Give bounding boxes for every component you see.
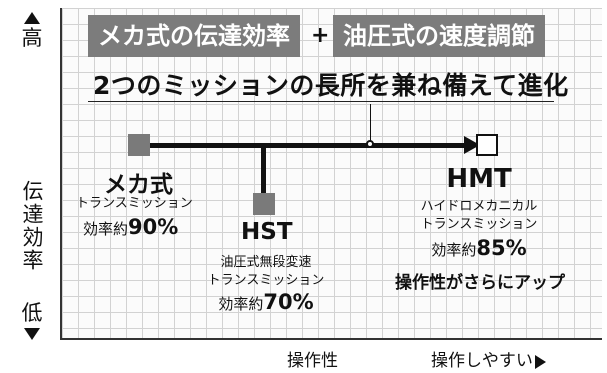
mech-title: メカ式 xyxy=(104,172,173,198)
connector-hst-vertical xyxy=(261,145,266,193)
y-axis-low-label: 低 xyxy=(21,301,43,325)
hst-desc-2: トランスミッション xyxy=(207,273,325,288)
x-axis-end: 操作しやすい xyxy=(431,346,546,371)
hst-eff-label: 効率約 xyxy=(218,295,264,313)
hmt-note: 操作性がさらにアップ xyxy=(395,273,565,293)
mech-desc: トランスミッション xyxy=(76,196,193,211)
hmt-efficiency: 効率約85% xyxy=(404,236,554,260)
x-axis-end-label: 操作しやすい xyxy=(431,351,533,371)
hst-efficiency: 効率約70% xyxy=(196,290,336,314)
subtitle-underline xyxy=(88,101,554,102)
hmt-desc-1: ハイドロメカニカル xyxy=(420,199,538,214)
banner-hydraulic-speed: 油圧式の速度調節 xyxy=(333,15,545,57)
hmt-title: HMT xyxy=(446,164,512,194)
hst-node-square xyxy=(253,193,275,215)
mech-efficiency: 効率約90% xyxy=(83,215,178,239)
hmt-desc-2: トランスミッション xyxy=(420,217,538,232)
y-axis-down-arrow-icon xyxy=(24,328,40,340)
y-axis-label: 伝達効率 xyxy=(20,180,44,272)
hmt-eff-value: 85% xyxy=(476,236,527,260)
subtitle: 2つのミッションの長所を兼ね備えて進化 xyxy=(93,71,569,100)
banner-mech-efficiency: メカ式の伝達効率 xyxy=(88,15,300,57)
hst-eff-value: 70% xyxy=(263,290,314,314)
grid-panel xyxy=(60,8,602,340)
hst-title: HST xyxy=(241,219,293,245)
y-axis-up-arrow-icon xyxy=(24,12,40,24)
hmt-node-square xyxy=(476,134,498,156)
x-axis-right-arrow-icon xyxy=(534,354,546,369)
plus-sign: + xyxy=(311,23,330,48)
junction-dot xyxy=(366,140,374,148)
connector-horizontal xyxy=(140,143,470,148)
x-axis-label: 操作性 xyxy=(287,351,338,371)
mech-eff-label: 効率約 xyxy=(83,220,129,238)
mech-node-square xyxy=(128,134,150,156)
mech-eff-value: 90% xyxy=(128,215,179,239)
hst-desc-1: 油圧式無段変速 xyxy=(220,255,312,270)
hmt-eff-label: 効率約 xyxy=(431,241,477,259)
y-axis-high-label: 高 xyxy=(21,26,43,50)
connector-subtitle-leader xyxy=(370,104,371,144)
